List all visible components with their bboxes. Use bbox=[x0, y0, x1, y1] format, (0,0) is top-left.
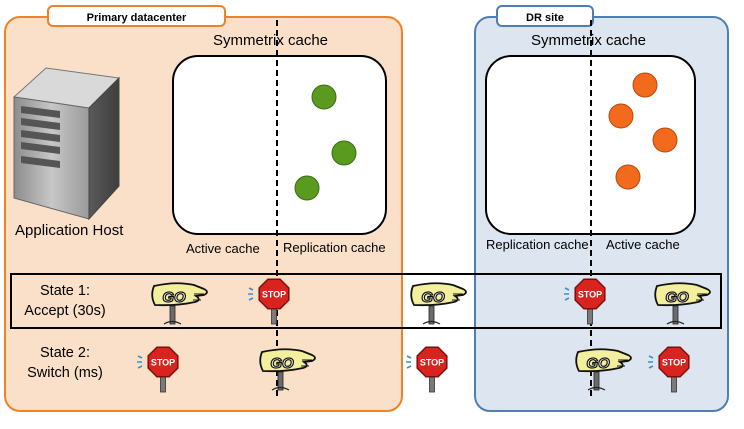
stop-sign-text: STOP bbox=[262, 290, 286, 300]
stop-sign-text: STOP bbox=[662, 358, 686, 368]
dr-replication-cache-caption: Replication cache bbox=[486, 237, 589, 252]
dr-cache-title: Symmetrix cache bbox=[531, 32, 647, 49]
dr-active-cache-caption: Active cache bbox=[606, 237, 680, 252]
orange-data-block bbox=[632, 72, 658, 98]
stop-sign-icon: STOP bbox=[406, 346, 448, 393]
primary-datacenter-label: Primary datacenter bbox=[47, 5, 226, 27]
primary-active-cache-caption: Active cache bbox=[186, 241, 260, 256]
stop-sign-icon: STOP bbox=[137, 346, 179, 393]
state-1-title: State 1: bbox=[40, 283, 90, 299]
state-1-label: State 1: Accept (30s) bbox=[10, 281, 120, 321]
state-2-description: Switch (ms) bbox=[27, 365, 103, 381]
primary-cache-title: Symmetrix cache bbox=[213, 32, 329, 49]
green-data-block bbox=[294, 175, 320, 201]
state-2-label: State 2: Switch (ms) bbox=[10, 343, 120, 383]
state-1-band bbox=[10, 273, 722, 329]
green-data-block bbox=[311, 84, 337, 110]
go-sign-icon: GO bbox=[151, 282, 208, 325]
stop-sign-text: STOP bbox=[578, 290, 602, 300]
dr-site-label: DR site bbox=[496, 5, 594, 27]
orange-data-block bbox=[652, 127, 678, 153]
go-sign-text: GO bbox=[586, 355, 610, 372]
application-host-label: Application Host bbox=[15, 222, 124, 239]
go-sign-text: GO bbox=[162, 289, 186, 306]
go-sign-text: GO bbox=[270, 355, 294, 372]
go-sign-icon: GO bbox=[654, 282, 711, 325]
go-sign-icon: GO bbox=[575, 348, 632, 391]
go-sign-icon: GO bbox=[410, 282, 467, 325]
state-1-description: Accept (30s) bbox=[24, 303, 106, 319]
state-2-title: State 2: bbox=[40, 345, 90, 361]
cache-divider-lines bbox=[276, 20, 592, 400]
orange-data-block bbox=[615, 164, 641, 190]
orange-data-block bbox=[608, 103, 634, 129]
stop-sign-text: STOP bbox=[151, 358, 175, 368]
primary-replication-cache-caption: Replication cache bbox=[283, 240, 386, 255]
go-sign-text: GO bbox=[421, 289, 445, 306]
go-sign-text: GO bbox=[665, 289, 689, 306]
go-sign-icon: GO bbox=[259, 348, 316, 391]
server-icon bbox=[12, 67, 121, 221]
stop-sign-icon: STOP bbox=[648, 346, 690, 393]
stop-sign-icon: STOP bbox=[564, 278, 606, 325]
stop-sign-icon: STOP bbox=[248, 278, 290, 325]
stop-sign-text: STOP bbox=[420, 358, 444, 368]
green-data-block bbox=[331, 140, 357, 166]
